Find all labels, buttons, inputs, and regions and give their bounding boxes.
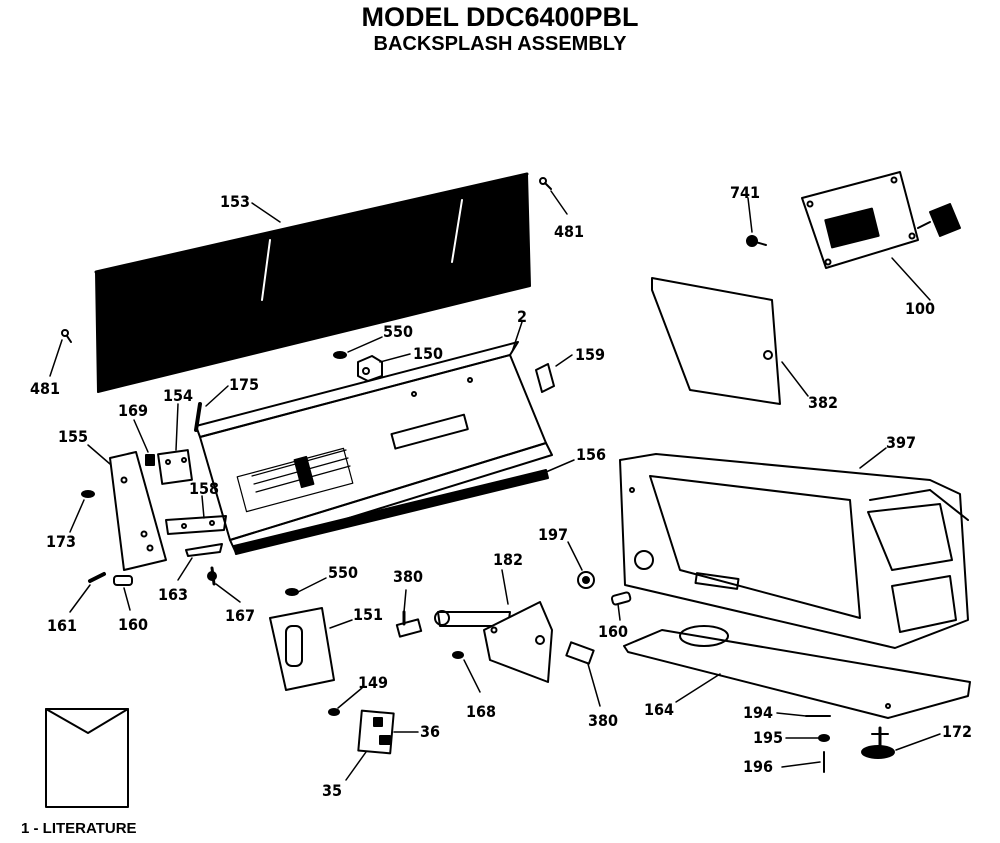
part-36-35-switch — [357, 709, 395, 755]
part-153-glass-panel — [94, 172, 531, 393]
callout-153: 153 — [220, 192, 250, 211]
callout-194: 194 — [743, 703, 773, 722]
part-150-bracket — [357, 355, 383, 382]
callout-169: 169 — [118, 401, 148, 420]
diagram-title: MODEL DDC6400PBL — [361, 2, 639, 32]
callout-168: 168 — [466, 702, 496, 721]
part-158-bracket — [165, 515, 227, 535]
callout-160-left: 160 — [118, 615, 148, 634]
part-160-grommet-right — [610, 591, 632, 606]
part-168-screw — [452, 651, 464, 659]
literature-envelope — [45, 708, 129, 808]
part-175-screw — [194, 402, 202, 432]
callout-741: 741 — [730, 183, 760, 202]
part-164-base-plate — [623, 625, 971, 719]
callout-156: 156 — [576, 445, 606, 464]
part-550-screw-upper — [333, 351, 347, 359]
callout-159: 159 — [575, 345, 605, 364]
callout-35: 35 — [322, 781, 342, 800]
callout-151: 151 — [353, 605, 383, 624]
part-173-screw — [81, 490, 95, 498]
part-397-backguard-box — [619, 453, 969, 649]
callout-155: 155 — [58, 427, 88, 446]
part-149-screw — [328, 708, 340, 716]
part-154-bracket — [157, 449, 193, 485]
part-195-washer — [818, 734, 830, 742]
part-156-trim-strip — [233, 469, 549, 555]
callout-550-lower: 550 — [328, 563, 358, 582]
part-160-grommet-left — [113, 575, 133, 586]
part-163-bracket — [185, 543, 223, 557]
callout-481-left: 481 — [30, 379, 60, 398]
part-167-screw — [207, 566, 217, 586]
callout-481-right: 481 — [554, 222, 584, 241]
callout-36: 36 — [420, 722, 440, 741]
part-2-control-panel — [195, 341, 555, 554]
callout-172: 172 — [942, 722, 972, 741]
diagram-subtitle: BACKSPLASH ASSEMBLY — [373, 33, 627, 55]
part-159-end-cap — [535, 363, 555, 393]
callout-397: 397 — [886, 433, 916, 452]
part-481-screw-left — [61, 329, 72, 343]
part-169-clip — [145, 454, 155, 466]
callout-2: 2 — [517, 307, 527, 326]
literature-label: 1 - LITERATURE — [21, 820, 137, 837]
part-155-end-bracket — [109, 451, 167, 571]
callout-163: 163 — [158, 585, 188, 604]
callout-150: 150 — [413, 344, 443, 363]
callout-100: 100 — [905, 299, 935, 318]
part-380-connector-upper — [395, 610, 423, 638]
callout-197: 197 — [538, 525, 568, 544]
callout-550-upper: 550 — [383, 322, 413, 341]
callout-182: 182 — [493, 550, 523, 569]
callout-158: 158 — [189, 479, 219, 498]
callout-382: 382 — [808, 393, 838, 412]
callout-161: 161 — [47, 616, 77, 635]
part-182-hinge-bracket — [434, 601, 553, 683]
part-741-screw — [746, 235, 767, 247]
part-197-nut — [577, 571, 595, 589]
callout-380-lower: 380 — [588, 711, 618, 730]
part-100-control-board — [801, 171, 961, 269]
callout-149: 149 — [358, 673, 388, 692]
part-380-connector-lower — [565, 641, 595, 665]
part-481-screw-right — [539, 177, 552, 190]
callout-167: 167 — [225, 606, 255, 625]
callout-154: 154 — [163, 386, 193, 405]
callout-164: 164 — [644, 700, 674, 719]
part-172-leveling-foot — [861, 726, 895, 759]
callout-195: 195 — [753, 728, 783, 747]
part-151-mounting-plate — [269, 607, 335, 691]
callout-160-right: 160 — [598, 622, 628, 641]
callout-175: 175 — [229, 375, 259, 394]
part-550-screw-lower — [285, 588, 299, 596]
callout-380-upper: 380 — [393, 567, 423, 586]
callout-196: 196 — [743, 757, 773, 776]
part-161-screw — [88, 572, 106, 583]
callout-173: 173 — [46, 532, 76, 551]
part-382-cover-plate — [651, 277, 781, 405]
